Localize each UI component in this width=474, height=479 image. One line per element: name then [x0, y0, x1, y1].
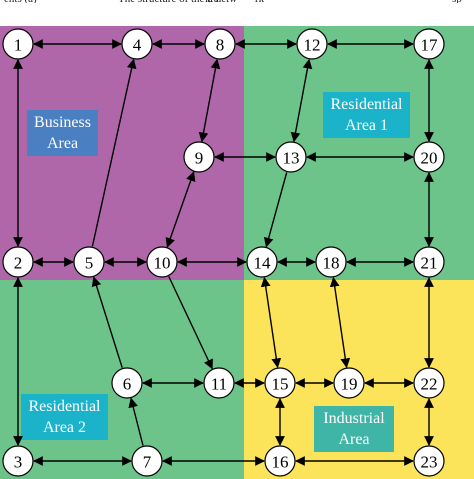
node-circle	[183, 141, 215, 173]
node-10: 10	[146, 246, 178, 278]
cropped-caption-fragment: ents (a)	[4, 0, 37, 3]
node-circle	[73, 246, 105, 278]
node-label: 15	[272, 375, 289, 394]
node-label: 4	[133, 36, 142, 55]
node-circle	[111, 367, 143, 399]
node-label: 14	[254, 254, 272, 273]
node-label: 21	[421, 254, 438, 273]
node-20: 20	[413, 141, 445, 173]
edge-9-10	[165, 171, 196, 248]
node-23: 23	[413, 445, 445, 477]
industrial-area-label-box	[314, 406, 394, 452]
edge-8-9	[198, 58, 221, 143]
node-21: 21	[413, 246, 445, 278]
node-label: 19	[341, 375, 358, 394]
node-label: 5	[85, 254, 94, 273]
node-label: 6	[123, 375, 132, 394]
node-circle	[275, 141, 307, 173]
node-label: 1	[14, 36, 23, 55]
node-circle	[413, 141, 445, 173]
node-1: 1	[2, 28, 34, 60]
node-16: 16	[264, 445, 296, 477]
node-19: 19	[333, 367, 365, 399]
node-label: 18	[323, 254, 340, 273]
node-6: 6	[111, 367, 143, 399]
node-circle	[315, 246, 347, 278]
node-5: 5	[73, 246, 105, 278]
edge-13-14	[263, 172, 288, 248]
business-area-label-box	[27, 110, 98, 156]
business-area-label: Business Area	[34, 114, 91, 152]
edge-7-6	[128, 397, 144, 446]
node-circle	[413, 367, 445, 399]
node-circle	[146, 246, 178, 278]
cropped-caption-fragment: The structure of the tra	[118, 0, 219, 3]
node-8: 8	[204, 28, 236, 60]
node-circle	[203, 367, 235, 399]
node-3: 3	[2, 445, 34, 477]
node-label: 23	[421, 453, 438, 472]
cropped-caption-fragment: rk	[255, 0, 264, 3]
node-circle	[204, 28, 236, 60]
res2-area-label-box	[21, 394, 108, 440]
node-7: 7	[131, 445, 163, 477]
node-2: 2	[2, 246, 34, 278]
edge-layer	[13, 39, 434, 466]
node-label: 3	[14, 453, 23, 472]
node-circle	[264, 367, 296, 399]
node-label: 13	[283, 149, 300, 168]
node-label: 16	[272, 453, 289, 472]
node-circle	[413, 445, 445, 477]
node-circle	[131, 445, 163, 477]
node-18: 18	[315, 246, 347, 278]
edge-6-5	[91, 276, 123, 368]
node-label: 7	[143, 453, 152, 472]
node-circle	[296, 28, 328, 60]
node-label: 12	[304, 36, 321, 55]
edge-18-19	[329, 276, 351, 369]
res1-area-label-box	[323, 92, 410, 138]
node-circle	[2, 246, 34, 278]
node-label: 22	[421, 375, 438, 394]
node-circle	[413, 28, 445, 60]
node-circle	[121, 28, 153, 60]
residential-area-1-label: Residential Area 1	[330, 96, 403, 134]
node-label: 17	[421, 36, 439, 55]
node-4: 4	[121, 28, 153, 60]
node-13: 13	[275, 141, 307, 173]
residential-area-2-label: Residential Area 2	[28, 398, 101, 436]
node-label: 9	[195, 149, 204, 168]
node-circle	[264, 445, 296, 477]
node-label: 10	[154, 254, 171, 273]
industrial-area-label: Industrial Area	[323, 410, 385, 448]
cropped-caption-fragment: sp	[452, 0, 462, 3]
node-12: 12	[296, 28, 328, 60]
node-15: 15	[264, 367, 296, 399]
edge-10-11	[168, 276, 213, 370]
edge-5-4	[91, 58, 137, 247]
node-label: 2	[14, 254, 23, 273]
cropped-caption-fragment: ic netw	[205, 0, 237, 3]
node-11: 11	[203, 367, 235, 399]
node-14: 14	[246, 246, 278, 278]
node-17: 17	[413, 28, 445, 60]
node-circle	[2, 445, 34, 477]
edge-12-13	[290, 58, 313, 143]
edge-14-15	[260, 276, 282, 369]
cropped-caption-text: ents (a) The structure of the traic netw r…	[0, 0, 474, 3]
node-label: 20	[421, 149, 438, 168]
node-22: 22	[413, 367, 445, 399]
node-circle	[2, 28, 34, 60]
node-circle	[333, 367, 365, 399]
node-circle	[413, 246, 445, 278]
node-9: 9	[183, 141, 215, 173]
node-label: 11	[211, 375, 227, 394]
node-label: 8	[216, 36, 225, 55]
node-circle	[246, 246, 278, 278]
